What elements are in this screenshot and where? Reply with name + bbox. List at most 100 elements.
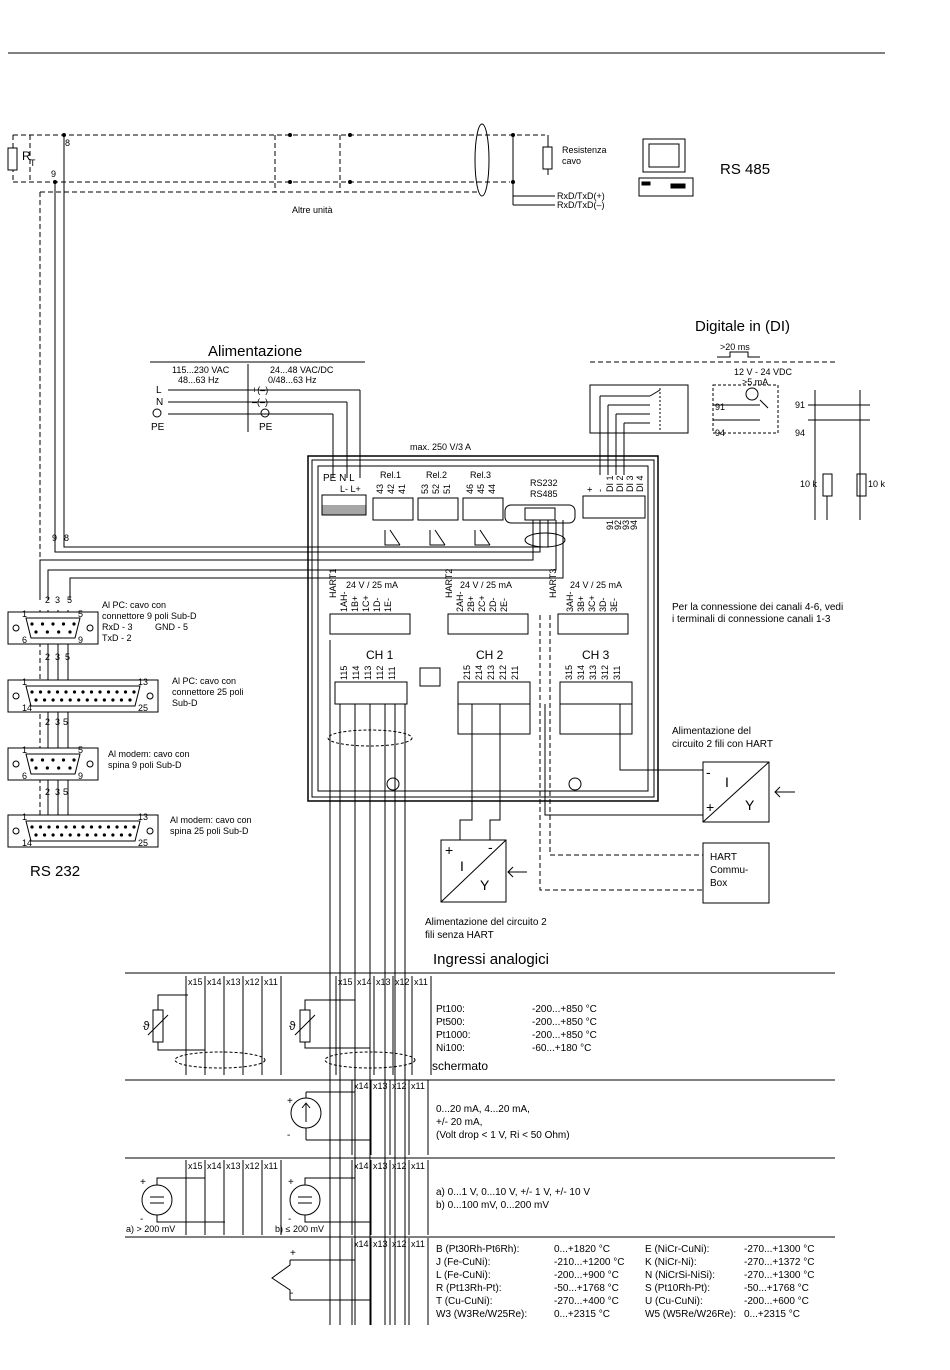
connector-pc-25-pin-top [47, 690, 51, 694]
max-load: max. 250 V/3 A [410, 442, 471, 452]
tc-left-range-2: -200...+900 °C [554, 1270, 619, 1281]
connector-modem-9-pin-b: 5 [78, 745, 83, 755]
connector-pc-25-pin-top [55, 690, 60, 694]
c3-line2: spina 9 poli Sub-D [108, 760, 182, 770]
nohart-transmitter [440, 839, 507, 903]
ch2-label: CH 2 [476, 648, 504, 662]
ch2-term-2: 213 [486, 665, 496, 680]
ch1-term-1: 114 [351, 666, 361, 680]
hart3-terminal [557, 613, 629, 635]
connector-modem-9-screw-r [86, 760, 94, 768]
ch3-term-2: 313 [588, 665, 598, 680]
rel2-label: Rel.2 [426, 470, 447, 480]
hart3-term-2: 3C+ [587, 595, 597, 612]
connector-modem-25-pin-bottom [77, 833, 81, 837]
rtd-name-2: Pt1000: [436, 1030, 470, 1041]
l-minus-plus: L- L+ [340, 484, 361, 494]
connector-modem-25-pin-bottom [34, 833, 38, 837]
connector-modem-9-pin-top [30, 758, 34, 762]
supply-24v-2: 24 V / 25 mA [460, 580, 512, 590]
connector-pc-25-pin-bottom [111, 698, 115, 702]
tc-right-name-5: W5 (W5Re/W26Re): [645, 1309, 736, 1320]
ch3-term-1: 314 [576, 665, 586, 680]
nohart-tx-plus: + [445, 842, 453, 858]
connector-pc-25-pin-top [81, 690, 85, 694]
ch1-terminal [334, 681, 408, 705]
rs485-title: RS 485 [720, 161, 770, 178]
nohart-1: Alimentazione del circuito 2 [425, 917, 547, 928]
other-units-label: Altre unità [292, 205, 333, 215]
connector-modem-25-pin-top [47, 825, 51, 829]
rtd-name-0: Pt100: [436, 1004, 465, 1015]
grid-cur-label-0: x14 [354, 1081, 369, 1091]
connector-modem-9-pin-a: 1 [22, 745, 27, 755]
connector-modem-25-pin-bottom [119, 833, 124, 837]
wire-9-label: 9 [51, 169, 56, 179]
di-top-3: DI 2 [615, 475, 625, 492]
c1-line4: TxD - 2 [102, 633, 132, 643]
note-1: Per la connessione dei canali 4-6, vedi [672, 602, 843, 613]
ch1-term-0: 115 [339, 666, 349, 680]
connector-modem-25-pin-d: 25 [138, 838, 148, 848]
connector-modem-25-pin-top [81, 825, 85, 829]
ch2-terminal [457, 681, 531, 705]
connector-modem-25-body [25, 820, 141, 842]
connector-pc-9-pin-c: 6 [22, 635, 27, 645]
rtd-sensor-2 [299, 1009, 311, 1043]
connector-pc-25-pin-bottom [34, 698, 38, 702]
cur-minus: - [287, 1130, 290, 1141]
connector-modem-25-pin-bottom [51, 833, 55, 837]
connector-pc-25-pin-top [123, 690, 128, 694]
connector-pc-25-pin-bottom [60, 698, 64, 702]
hart1-term-3: 1D- [372, 597, 382, 612]
hart3-term-4: 3E- [609, 598, 619, 612]
rtd-range-2: -200...+850 °C [532, 1030, 597, 1041]
grid-vol-a-label-0: x15 [188, 1161, 203, 1171]
connector-modem-9-pin-bottom [57, 766, 61, 770]
connector-pc-25-pin-bottom [85, 698, 89, 702]
connector-modem-25-pin-top [30, 825, 34, 829]
connector-pc-9-pin-bottom [34, 630, 38, 634]
rel1-label: Rel.1 [380, 470, 401, 480]
wire-5: 5 [67, 595, 72, 605]
wire-5b: 5 [65, 652, 70, 662]
connector-modem-25-screw-r [146, 827, 154, 835]
connector-pc-9-pin-bottom [68, 630, 72, 634]
di-term-91b: 91 [795, 400, 805, 410]
connector-pc-25-pin-top [64, 690, 68, 694]
wire-2d: 2 [45, 787, 50, 797]
connector-pc-9-pin-a: 1 [22, 609, 27, 619]
connector-pc-9-pin-bottom [45, 630, 49, 634]
hart-tx-y: Y [745, 797, 755, 813]
connector-pc-25-pin-b: 13 [138, 677, 148, 687]
rtd-range-1: -200...+850 °C [532, 1017, 597, 1028]
nohart-tx-i: I [460, 858, 464, 874]
hart1-term-1: 1B+ [350, 596, 360, 612]
rel2-terminal [417, 497, 459, 521]
grid-rtd-b-label-2: x13 [376, 977, 391, 987]
digital-supply-1: 12 V - 24 VDC [734, 367, 793, 377]
wire-8-label: 8 [65, 138, 70, 148]
hart2-label: HART2 [444, 569, 454, 598]
rxd-minus-label: RxD/TxD(–) [557, 200, 605, 210]
connector-modem-25-pin-top [64, 825, 68, 829]
c2-line3: Sub-D [172, 698, 198, 708]
connector-pc-9-screw-r [86, 624, 94, 632]
hart-supply-1: Alimentazione del [672, 726, 751, 737]
grid-vol-b-label-0: x14 [354, 1161, 369, 1171]
connector-modem-25-pin-top [98, 825, 102, 829]
power-n: N [156, 397, 163, 408]
di-term-94a: 94 [715, 428, 725, 438]
ch1-label: CH 1 [366, 648, 394, 662]
rel3-term-1: 45 [476, 484, 486, 494]
connector-modem-25-pin-top [55, 825, 60, 829]
connector-modem-25-pin-top [38, 825, 43, 829]
grid-vol-a-label-3: x12 [245, 1161, 260, 1171]
rel3-terminal [462, 497, 504, 521]
grid-vol-b-label-2: x12 [392, 1161, 407, 1171]
connector-modem-9-pin-top [51, 758, 55, 762]
tc-right-range-0: -270...+1300 °C [744, 1244, 814, 1255]
rs485-port-label: RS485 [530, 489, 558, 499]
